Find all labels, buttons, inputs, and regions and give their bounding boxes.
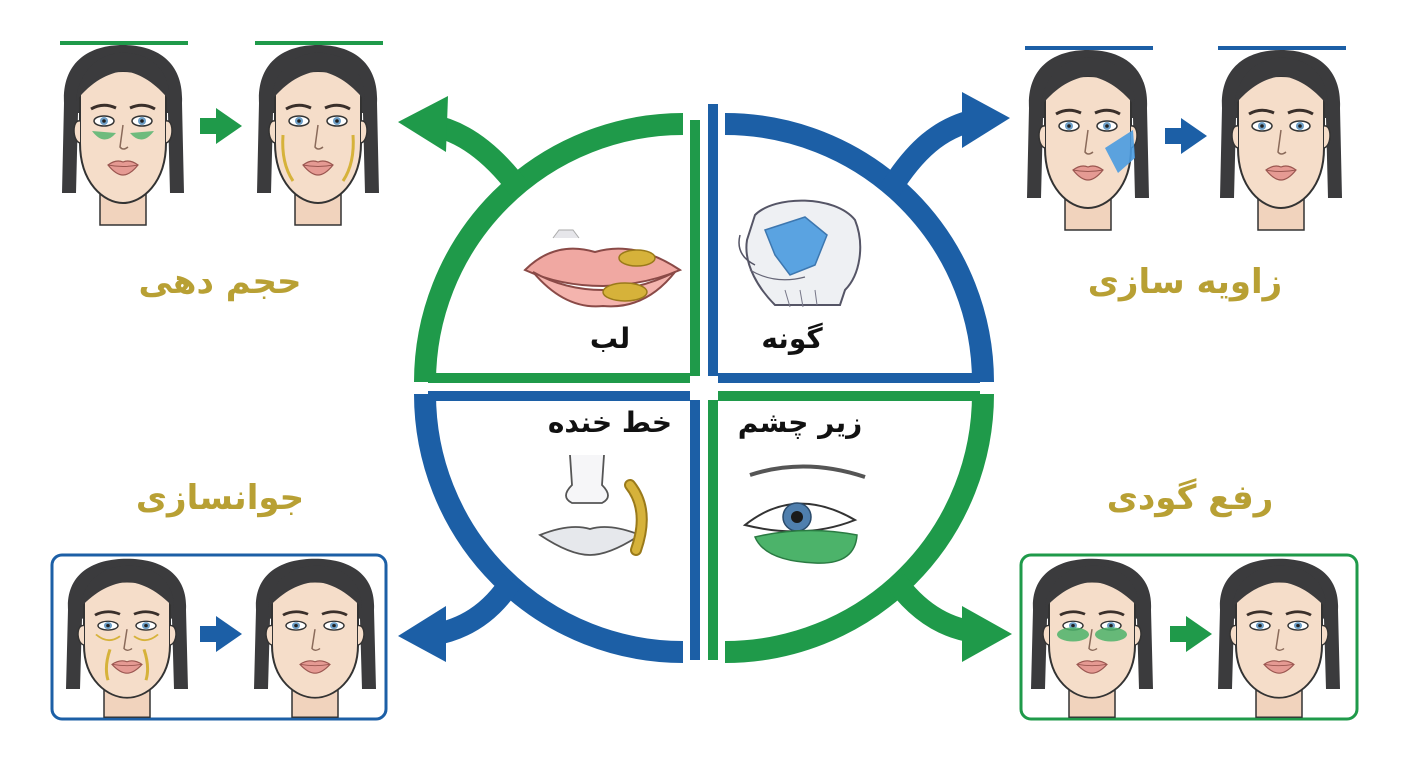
arrow-top-right (880, 92, 1010, 196)
face-after (252, 557, 378, 719)
outcome-title-rejuvenation: جوانسازی (135, 478, 305, 518)
arrow-bottom-right (886, 573, 1012, 662)
face-before (1029, 557, 1155, 719)
quadrant-label-lips: لب (589, 322, 631, 355)
face-after (1216, 557, 1342, 719)
ring-arc-top-right (724, 113, 994, 383)
face-after (1218, 48, 1344, 232)
face-pair-bottom-right (1019, 553, 1359, 721)
cheek-skull-icon (738, 199, 862, 308)
transition-arrow (1165, 118, 1207, 154)
face-before (60, 43, 186, 227)
outcome-title-hollow-removal: رفع گودی (1106, 478, 1274, 518)
face-pair-top-left (60, 41, 383, 227)
ring-arc-top-left (414, 113, 684, 383)
under-eye-icon (742, 464, 866, 564)
arrow-bottom-left (398, 573, 522, 662)
face-before (1025, 48, 1151, 232)
transition-arrow (200, 616, 242, 652)
ring-arc-bottom-right (724, 393, 994, 663)
quadrant-label-smile-line: خط خنده (547, 406, 673, 439)
transition-arrow (1170, 616, 1212, 652)
quadrant-label-cheek: گونه (761, 322, 823, 355)
transition-arrow (200, 108, 242, 144)
smile-line-icon (538, 454, 648, 556)
frame (1019, 553, 1359, 721)
frame (50, 553, 388, 721)
center-ring (414, 104, 994, 663)
quadrant-label-under-eye: زیر چشم (737, 406, 863, 439)
face-pair-top-right (1025, 46, 1346, 232)
lips-icon (523, 229, 683, 308)
face-after (255, 43, 381, 227)
arrow-top-left (398, 96, 529, 197)
face-before (64, 557, 190, 719)
outcome-title-volumizing: حجم دهی (138, 262, 302, 302)
ring-arc-bottom-left (414, 393, 684, 663)
face-pair-bottom-left (50, 553, 388, 721)
outcome-title-contouring: زاویه سازی (1087, 262, 1283, 302)
